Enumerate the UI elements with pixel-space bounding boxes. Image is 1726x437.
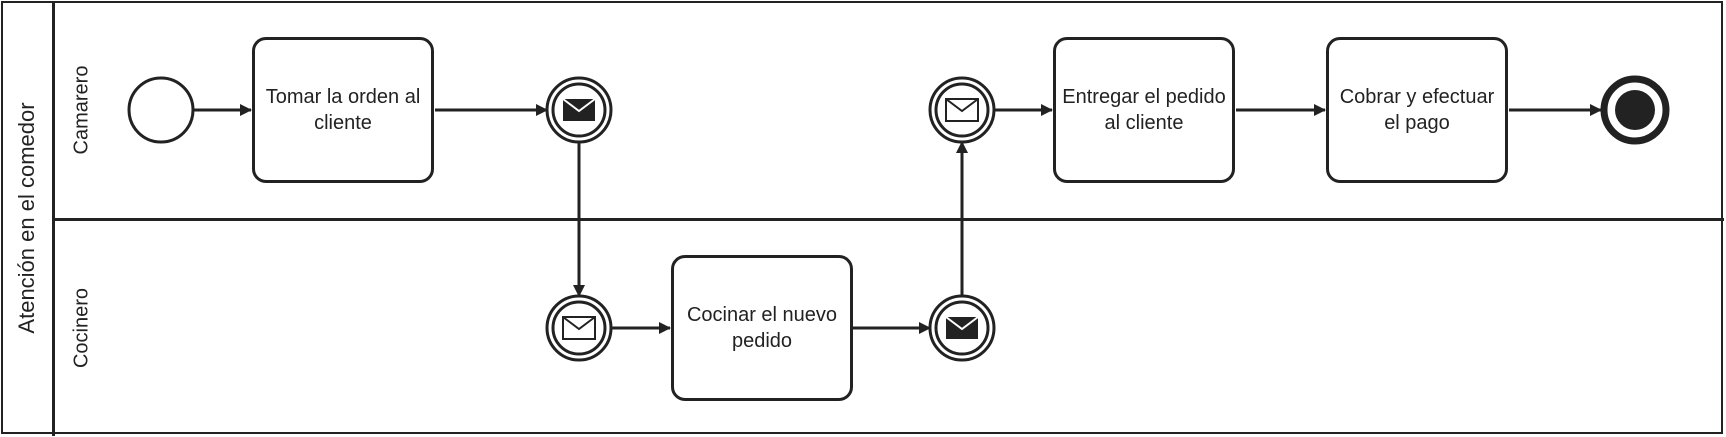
start-event[interactable] [127,76,195,144]
message-catch-event-cocinero[interactable] [545,294,613,362]
envelope-filled-icon [945,316,979,339]
task-label: Tomar la orden al cliente [265,86,421,134]
envelope-outline-icon [945,98,979,122]
task-cobrar[interactable]: Cobrar y efectuar el pago [1326,37,1508,183]
task-cocinar[interactable]: Cocinar el nuevo pedido [671,255,853,401]
message-throw-event-cocinero[interactable] [928,294,996,362]
message-throw-event-camarero[interactable] [545,76,613,144]
task-tomar-orden[interactable]: Tomar la orden al cliente [252,37,434,183]
task-label: Cobrar y efectuar el pago [1339,86,1495,134]
end-event[interactable] [1600,75,1670,145]
envelope-outline-icon [562,316,596,340]
task-entregar[interactable]: Entregar el pedido al cliente [1053,37,1235,183]
envelope-filled-icon [562,98,596,121]
pool-header [1,1,55,436]
task-label: Cocinar el nuevo pedido [686,304,838,352]
lane-divider [55,218,1724,221]
task-label: Entregar el pedido al cliente [1062,86,1226,134]
message-catch-event-camarero[interactable] [928,76,996,144]
